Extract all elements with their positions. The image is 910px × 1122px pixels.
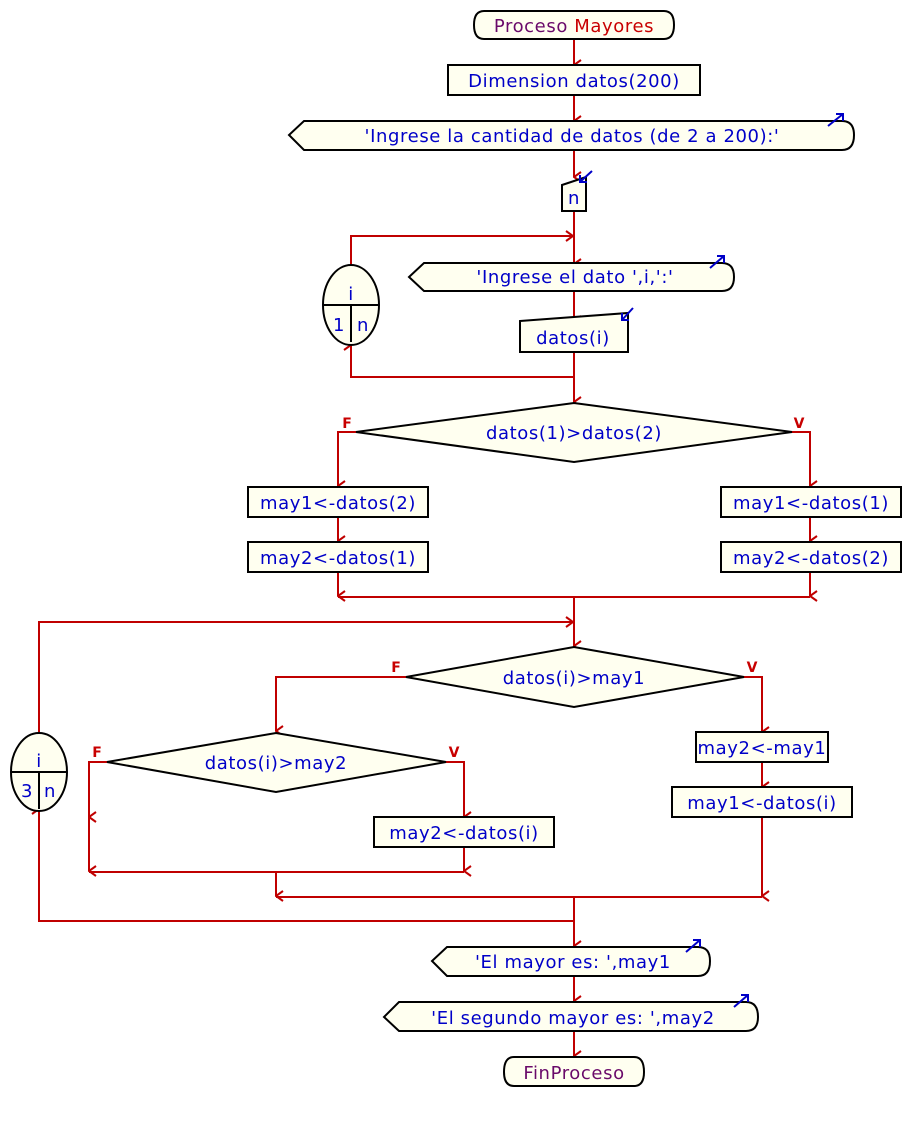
process-text: may2<-datos(1) [260,548,416,569]
input-text: datos(i) [536,328,610,349]
cond2-true-line [744,676,762,732]
input-text: n [568,188,580,209]
output-prompt-dato[interactable]: 'Ingrese el dato ',i,':' [407,255,736,292]
cond3-true-line [446,761,464,817]
input-read-n[interactable]: n [561,170,593,212]
terminal-shape [472,10,676,40]
output-arrow-icon [685,939,701,953]
output-segundo-mayor[interactable]: 'El segundo mayor es: ',may2 [382,994,760,1032]
input-shape [561,175,587,212]
for-loop-2[interactable]: i 3 n [10,732,68,812]
end-label: FinProceso [523,1063,624,1084]
output-arrow-icon [827,113,844,127]
output-shape [287,120,856,151]
start-label: Proceso Mayores [494,16,654,37]
decision-3[interactable]: datos(i)>may2 F V [92,731,460,794]
process-shape [247,541,429,573]
process-shape [720,486,902,518]
output-mayor[interactable]: 'El mayor es: ',may1 [430,939,712,977]
assign-cond2-true-b[interactable]: may1<-datos(i) [671,786,853,818]
process-text: may1<-datos(2) [260,493,416,514]
true-label: V [747,660,758,676]
flow-lines [39,39,810,1056]
assign-false1-a[interactable]: may1<-datos(2) [247,486,429,518]
decision-text: datos(i)>may2 [205,753,348,774]
process-text: may2<-may1 [698,738,827,759]
false-label: F [92,745,102,761]
decision-2[interactable]: datos(i)>may1 F V [391,645,758,709]
output-prompt-count[interactable]: 'Ingrese la cantidad de datos (de 2 a 20… [287,113,856,151]
assign-false1-b[interactable]: may2<-datos(1) [247,541,429,573]
loop-end: n [357,315,369,336]
assign-true1-a[interactable]: may1<-datos(1) [720,486,902,518]
process-shape [720,541,902,573]
decision-shape [405,645,745,709]
true-label: V [794,416,805,432]
process-text: may2<-datos(i) [389,823,539,844]
output-arrow-icon [709,255,725,269]
process-shape [373,816,555,848]
cond1-false-line [337,431,356,486]
cond2-false-line [275,676,406,731]
false-label: F [391,660,401,676]
output-arrow-icon [733,994,749,1008]
loop2-bottom-line [38,810,575,922]
output-shape [382,1001,760,1032]
loop2-return-line [38,621,574,733]
process-shape [671,786,853,818]
output-shape [407,262,736,292]
cond3-false-line [88,761,107,817]
input-read-datos[interactable]: datos(i) [519,307,634,353]
dimension-text: Dimension datos(200) [468,71,680,92]
true-label: V [449,745,460,761]
decision-shape [355,401,793,464]
output-text: 'El mayor es: ',may1 [475,952,671,973]
input-arrow-icon [579,170,593,183]
loop1-bottom-line [350,346,575,378]
process-shape [695,731,829,763]
process-text: may1<-datos(1) [733,493,889,514]
loop-var: i [36,751,42,772]
input-shape [519,311,629,353]
terminal-shape [502,1056,646,1087]
input-arrow-icon [621,307,634,321]
decision-text: datos(i)>may1 [503,668,646,689]
start-terminal[interactable]: Proceso Mayores [472,10,676,40]
process-shape [447,64,701,96]
assign-cond3-true[interactable]: may2<-datos(i) [373,816,555,848]
loop-start: 3 [21,781,33,802]
assign-cond2-true-a[interactable]: may2<-may1 [695,731,829,763]
decision-text: datos(1)>datos(2) [486,423,662,444]
output-text: 'El segundo mayor es: ',may2 [431,1008,715,1029]
end-terminal[interactable]: FinProceso [502,1056,646,1087]
dimension-block[interactable]: Dimension datos(200) [447,64,701,96]
loop-start: 1 [333,315,345,336]
false-label: F [342,416,352,432]
output-text: 'Ingrese la cantidad de datos (de 2 a 20… [365,126,780,147]
assign-true1-b[interactable]: may2<-datos(2) [720,541,902,573]
decision-shape [106,731,447,794]
cond1-true-line [792,431,810,486]
output-shape [430,946,712,977]
for-loop-1[interactable]: i 1 n [322,264,380,346]
decision-1[interactable]: datos(1)>datos(2) F V [342,401,805,464]
loop1-return-line [350,235,574,266]
loop-var: i [348,284,354,305]
process-text: may2<-datos(2) [733,548,889,569]
process-shape [247,486,429,518]
process-text: may1<-datos(i) [687,793,837,814]
loop-end: n [44,781,56,802]
output-text: 'Ingrese el dato ',i,':' [476,267,673,288]
